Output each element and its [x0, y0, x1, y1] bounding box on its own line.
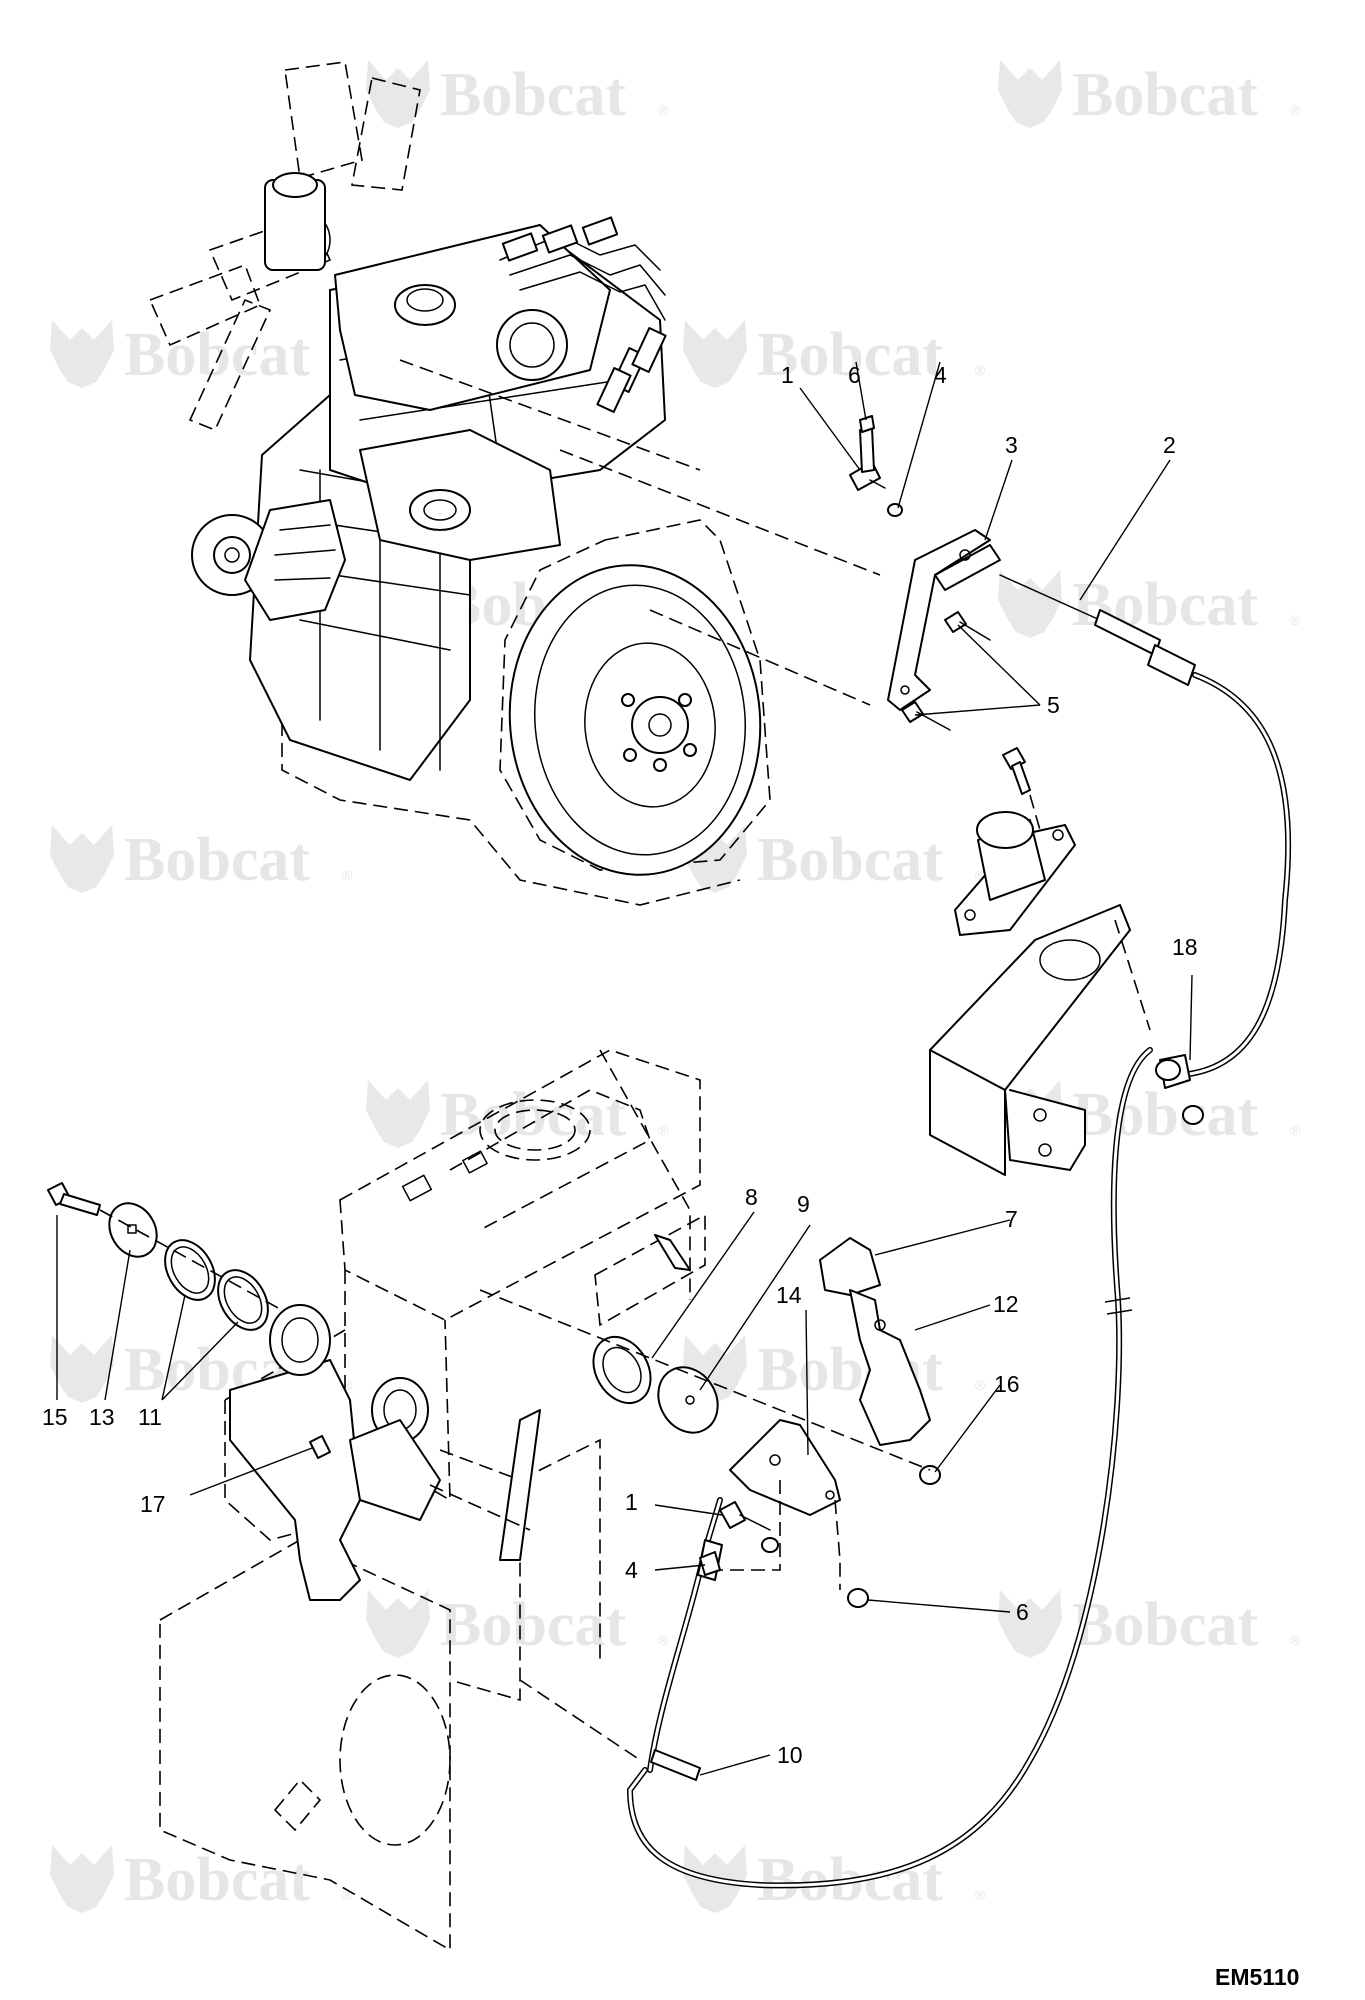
callout-3: 3: [1005, 432, 1018, 458]
callout-14: 14: [776, 1282, 802, 1308]
callout-7: 7: [1005, 1206, 1018, 1232]
ball-joint-top: [849, 427, 886, 491]
assembly-line-block-to-bracket: [559, 449, 881, 576]
pedal-arm: [229, 1304, 541, 1601]
callout-13: 13: [89, 1404, 115, 1430]
callout-12: 12: [993, 1291, 1019, 1317]
nut-bottom: [761, 1537, 779, 1553]
nut-16: [919, 1465, 941, 1485]
callout-9: 9: [797, 1191, 810, 1217]
engine-assembly: [148, 61, 771, 906]
callout-4-top: 4: [934, 362, 947, 388]
callout-1-bottom: 1: [625, 1489, 638, 1515]
callout-10: 10: [777, 1742, 803, 1768]
callout-5: 5: [1047, 692, 1060, 718]
callout-labels: 1 6 4 3 2 5 18 7 12 16 8 9 14 15 13 11 1…: [42, 362, 1198, 1768]
lever-12: [849, 1289, 931, 1446]
bracket-bolt-upper: [944, 611, 991, 641]
injector-lines: [499, 216, 667, 413]
flywheel: [508, 564, 762, 876]
alternator: [244, 499, 346, 621]
assembly-line-ball-joint: [720, 1480, 781, 1571]
callout-15: 15: [42, 1404, 68, 1430]
callout-4-bottom: 4: [625, 1557, 638, 1583]
assembly-line-mount: [1029, 794, 1041, 831]
knob-7: [819, 1237, 881, 1296]
mount-bracket: [929, 904, 1131, 1176]
callout-17: 17: [140, 1491, 166, 1517]
callout-16: 16: [994, 1371, 1020, 1397]
assembly-line-pivot: [99, 1209, 301, 1321]
clip-top: [859, 415, 875, 433]
callout-2: 2: [1163, 432, 1176, 458]
stop-pin: [650, 1749, 701, 1781]
o-ring-left: [164, 1239, 216, 1301]
assembly-line-block-to-bolt: [649, 609, 871, 706]
engine-mount: [954, 811, 1076, 936]
seal-8: [592, 1336, 652, 1404]
assembly-line-head-to-bracket: [399, 359, 701, 471]
pivot-bolt: [47, 1182, 101, 1216]
engine-mount-bolt: [1002, 747, 1031, 795]
oil-filler-cap: [394, 284, 456, 326]
throttle-cable-end-top: [999, 574, 1196, 686]
lever-14: [729, 1419, 841, 1516]
assembly-line-pin: [429, 1484, 641, 1761]
nut-top: [887, 503, 903, 517]
figure-id: EM5110: [1215, 1964, 1299, 1990]
assembly-line-shaft: [479, 1289, 931, 1471]
throttle-cable-upper: [1177, 672, 1292, 1078]
callout-6-top: 6: [848, 362, 861, 388]
bobcat-watermark-layer: [50, 60, 1301, 1914]
engine-oil-pan: [281, 680, 741, 906]
o-ring-right: [217, 1269, 269, 1331]
bracket-bolt-lower: [901, 701, 951, 731]
leader-lines: [56, 361, 1193, 1776]
callout-11: 11: [138, 1404, 162, 1430]
callout-1-top: 1: [781, 362, 794, 388]
callout-8: 8: [745, 1184, 758, 1210]
callout-18: 18: [1172, 934, 1198, 960]
assembly-line-cable-clamp: [1114, 919, 1151, 1031]
flat-washer: [108, 1202, 158, 1258]
ball-joint-bottom: [719, 1501, 771, 1531]
injection-pump-cover: [496, 309, 568, 381]
cable-clamp: [1155, 1054, 1191, 1089]
pedal-stud: [309, 1435, 331, 1459]
clamp-nut: [1182, 1105, 1204, 1125]
assembly-line-lever14: [834, 1499, 841, 1590]
throttle-cable-lower: [626, 1047, 1153, 1889]
pedal-bracket: [159, 1049, 706, 1952]
cam-disc-9: [657, 1366, 719, 1434]
callout-6-bottom: 6: [1016, 1599, 1029, 1625]
cotter-pin: [654, 1234, 691, 1271]
throttle-bracket: [887, 529, 1001, 711]
nut-6-bottom: [847, 1588, 869, 1608]
